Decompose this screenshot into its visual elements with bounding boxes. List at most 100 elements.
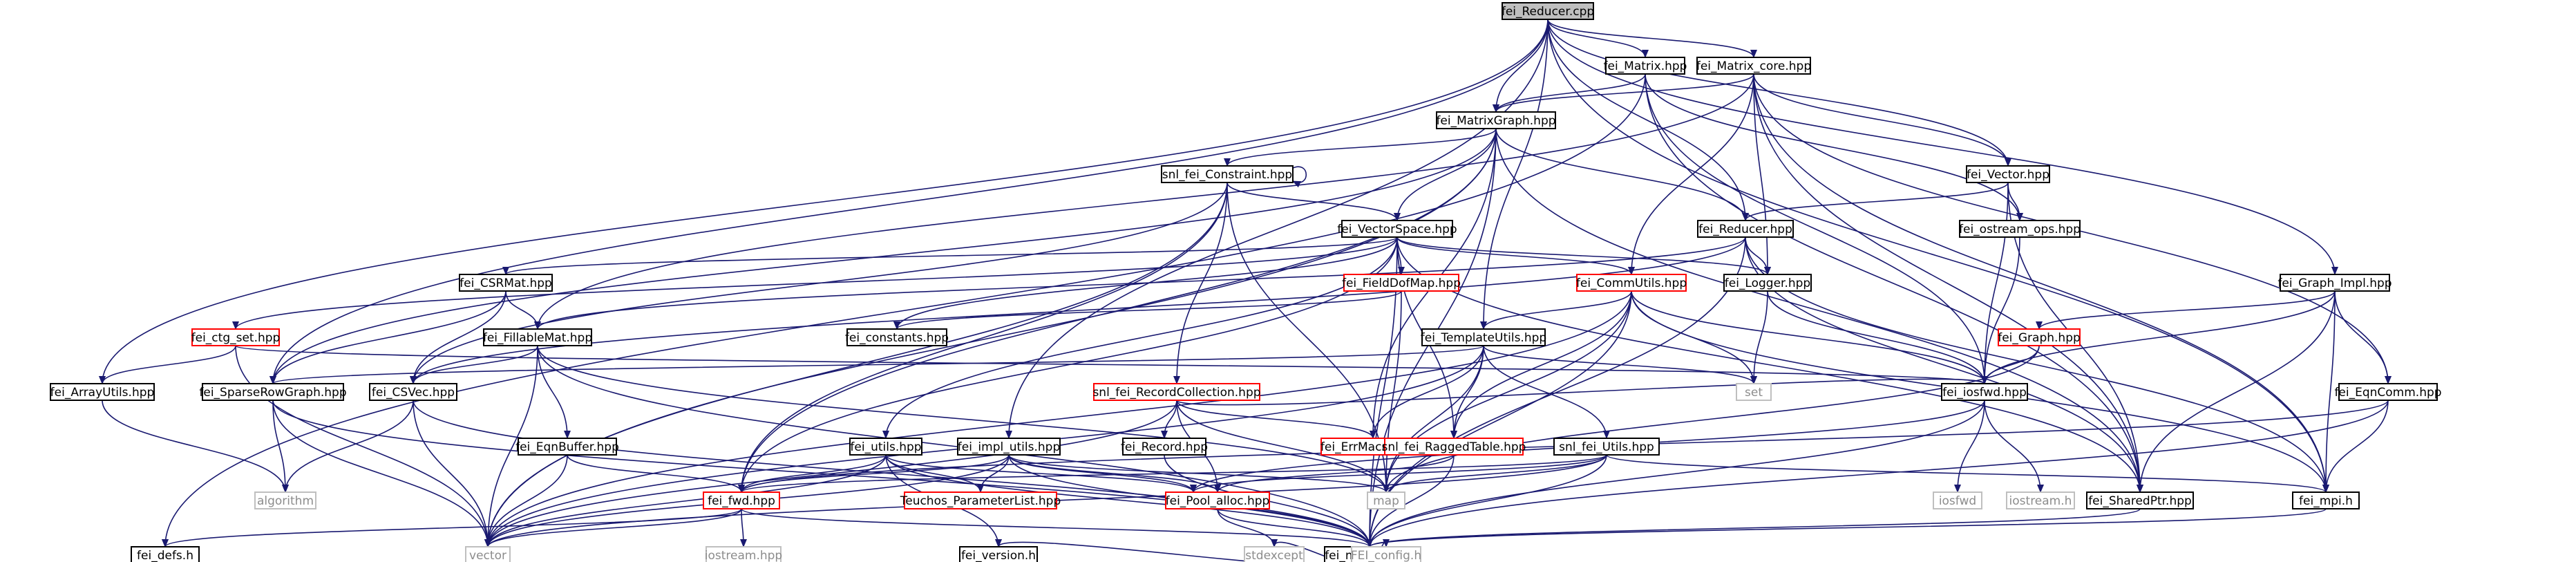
node-label: fei_FieldDofMap.hpp (1342, 277, 1461, 290)
edge-fei-eqnbuffer-hpp-to-fei-fwd-hpp (567, 454, 745, 493)
node-snl-fei-raggedtable-hpp[interactable]: snl_fei_RaggedTable.hpp (1382, 438, 1526, 456)
node-fei-matrix-core-hpp[interactable]: fei_Matrix_core.hpp (1696, 57, 1811, 75)
edge-fei-fwd-hpp-to-iostream-hpp (739, 508, 747, 547)
edge-fei-vector-hpp-to-fei-reducer-hpp (1742, 182, 2009, 221)
node-box (465, 546, 511, 562)
node-fei-fillablemat-hpp[interactable]: fei_FillableMat.hpp (483, 328, 592, 346)
node-label: fei_iosfwd.hpp (1942, 386, 2027, 400)
node-fei-iosfwd-hpp[interactable]: fei_iosfwd.hpp (1941, 383, 2028, 401)
edge-fei-sparserowgraph-hpp-to-fei-macros-hpp (272, 400, 1373, 547)
node-fei-defs-h[interactable]: fei_defs.h (131, 546, 200, 562)
node-box (2338, 383, 2438, 401)
node-snl-fei-recordcollection-hpp[interactable]: snl_fei_RecordCollection.hpp (1092, 383, 1261, 401)
node-fei-reducer-hpp[interactable]: fei_Reducer.hpp (1697, 220, 1794, 238)
edge-fei-matrix-core-hpp-to-fei-mpi-h (1753, 73, 2329, 493)
node-fei-commutils-hpp[interactable]: fei_CommUtils.hpp (1576, 274, 1687, 292)
node-fei-utils-hpp[interactable]: fei_utils.hpp (849, 438, 922, 456)
edge-fei-ctg-set-hpp-to-fei-arrayutils-hpp (99, 345, 236, 384)
node-label: iosfwd (1939, 494, 1976, 508)
node-fei-graph-hpp[interactable]: fei_Graph.hpp (1998, 328, 2081, 346)
node-fei-graph-impl-hpp[interactable]: fei_Graph_Impl.hpp (2277, 274, 2392, 292)
node-box (1696, 57, 1811, 75)
node-box (1959, 220, 2081, 238)
node-box (1998, 328, 2081, 346)
edge-fei-pool-alloc-hpp-to-fei-macros-hpp (1217, 508, 1373, 547)
node-iostream-hpp: iostream.hpp (705, 546, 782, 562)
edge-fei-logger-hpp-to-set (1750, 290, 1768, 384)
node-fei-reducer-cpp[interactable]: fei_Reducer.cpp (1502, 2, 1594, 20)
edge-fei-templateutils-hpp-to-fei-errmacros-hpp (1370, 345, 1484, 439)
node-label: fei_VectorSpace.hpp (1337, 223, 1457, 236)
node-fei-vector-hpp[interactable]: fei_Vector.hpp (1966, 165, 2050, 183)
node-snl-fei-constraint-hpp[interactable]: snl_fei_Constraint.hpp (1161, 165, 1294, 183)
node-fei-eqnbuffer-hpp[interactable]: fei_EqnBuffer.hpp (515, 438, 619, 456)
edge-fei-eqncomm-hpp-to-fei-mpi-h (2322, 400, 2389, 493)
node-fei-sparserowgraph-hpp[interactable]: fei_SparseRowGraph.hpp (199, 383, 347, 401)
edge-fei-eqnbuffer-hpp-to-vector (484, 454, 568, 547)
node-fei-csvec-hpp[interactable]: fei_CSVec.hpp (369, 383, 457, 401)
node-teuchos-parameterlist-hpp[interactable]: Teuchos_ParameterList.hpp (900, 491, 1061, 509)
edge-fei-ctg-set-hpp-to-vector (235, 345, 491, 547)
node-fei-impl-utils-hpp[interactable]: fei_impl_utils.hpp (957, 438, 1061, 456)
node-fei-logger-hpp[interactable]: fei_Logger.hpp (1723, 274, 1812, 292)
node-fei-mpi-h[interactable]: fei_mpi.h (2292, 491, 2360, 509)
node-fei-constants-hpp[interactable]: fei_constants.hpp (845, 328, 949, 346)
node-fei-csrmat-hpp[interactable]: fei_CSRMat.hpp (459, 274, 553, 292)
node-fei-pool-alloc-hpp[interactable]: fei_Pool_alloc.hpp (1165, 491, 1270, 509)
node-fei-ctg-set-hpp[interactable]: fei_ctg_set.hpp (191, 328, 281, 346)
node-box (1421, 328, 1546, 346)
node-set: set (1736, 383, 1772, 401)
edge-fei-fillablemat-hpp-to-fei-macros-hpp (537, 345, 1373, 547)
node-label: fei_ctg_set.hpp (191, 331, 281, 345)
node-fei-fwd-hpp[interactable]: fei_fwd.hpp (703, 491, 780, 509)
edge-fei-graph-impl-hpp-to-fei-iosfwd-hpp (1981, 290, 2336, 384)
node-fei-ostream-ops-hpp[interactable]: fei_ostream_ops.hpp (1959, 220, 2081, 238)
node-fei-eqncomm-hpp[interactable]: fei_EqnComm.hpp (2334, 383, 2442, 401)
edge-fei-graph-hpp-to-map (1383, 345, 2040, 493)
node-label: fei_Vector.hpp (1967, 168, 2049, 182)
node-label: snl_fei_RecordCollection.hpp (1092, 386, 1260, 400)
node-label: iostream.h (2009, 494, 2072, 508)
edge-fei-fillablemat-hpp-to-vector (484, 345, 538, 547)
node-fei-fielddofmap-hpp[interactable]: fei_FieldDofMap.hpp (1342, 274, 1461, 292)
node-fei-version-h[interactable]: fei_version.h (959, 546, 1038, 562)
node-fei-matrix-hpp[interactable]: fei_Matrix.hpp (1604, 57, 1687, 75)
node-iostream-h: iostream.h (2006, 491, 2075, 509)
node-label: fei_CommUtils.hpp (1576, 277, 1687, 290)
node-box (1966, 165, 2050, 183)
edge-snl-fei-constraint-hpp-to-fei-fwd-hpp (738, 182, 1228, 493)
node-fei-templateutils-hpp[interactable]: fei_TemplateUtils.hpp (1421, 328, 1546, 346)
node-fei-vectorspace-hpp[interactable]: fei_VectorSpace.hpp (1337, 220, 1457, 238)
node-stdexcept: stdexcept (1244, 546, 1305, 562)
node-fei-record-hpp[interactable]: fei_Record.hpp (1121, 438, 1208, 456)
node-label: fei_FillableMat.hpp (483, 331, 592, 345)
node-fei-arrayutils-hpp[interactable]: fei_ArrayUtils.hpp (50, 383, 155, 401)
node-fei-matrixgraph-hpp[interactable]: fei_MatrixGraph.hpp (1436, 111, 1556, 129)
node-label: iostream.hpp (705, 549, 782, 562)
node-box (1093, 383, 1260, 401)
node-fei-sharedptr-hpp[interactable]: fei_SharedPtr.hpp (2086, 491, 2194, 509)
node-box (2006, 491, 2075, 509)
node-label: fei_utils.hpp (850, 440, 921, 454)
node-box (191, 328, 280, 346)
node-label: fei_fwd.hpp (708, 494, 775, 508)
edge-fei-commutils-hpp-to-fei-templateutils-hpp (1480, 290, 1632, 330)
node-algorithm: algorithm (254, 491, 316, 509)
edge-fei-ctg-set-hpp-to-fei-iosfwd-hpp (235, 345, 1988, 384)
edge-fei-matrix-core-hpp-to-fei-fillablemat-hpp (534, 73, 1754, 330)
edge-fei-matrix-hpp-to-fei-iosfwd-hpp (1645, 73, 1988, 384)
edge-fei-commutils-hpp-to-vector (484, 290, 1632, 547)
edges-layer (99, 19, 2392, 562)
edge-fei-vectorspace-hpp-to-fei-logger-hpp (1396, 236, 1771, 275)
edge-fei-reducer-hpp-to-fei-fillablemat-hpp (534, 236, 1746, 330)
node-label: stdexcept (1245, 549, 1303, 562)
node-label: fei_ArrayUtils.hpp (50, 386, 155, 400)
node-label: fei_Reducer.hpp (1698, 223, 1792, 236)
node-snl-fei-utils-hpp[interactable]: snl_fei_Utils.hpp (1553, 438, 1660, 456)
edge-fei-reducer-cpp-to-fei-matrix-hpp (1547, 19, 1649, 58)
edge-fei-matrix-core-hpp-to-fei-matrixgraph-hpp (1493, 73, 1754, 113)
node-label: fei_EqnComm.hpp (2334, 386, 2441, 400)
edge-fei-impl-utils-hpp-to-teuchos-parameterlist-hpp (977, 454, 1010, 493)
edge-fei-reducer-cpp-to-fei-mpi-h (1547, 19, 2329, 493)
